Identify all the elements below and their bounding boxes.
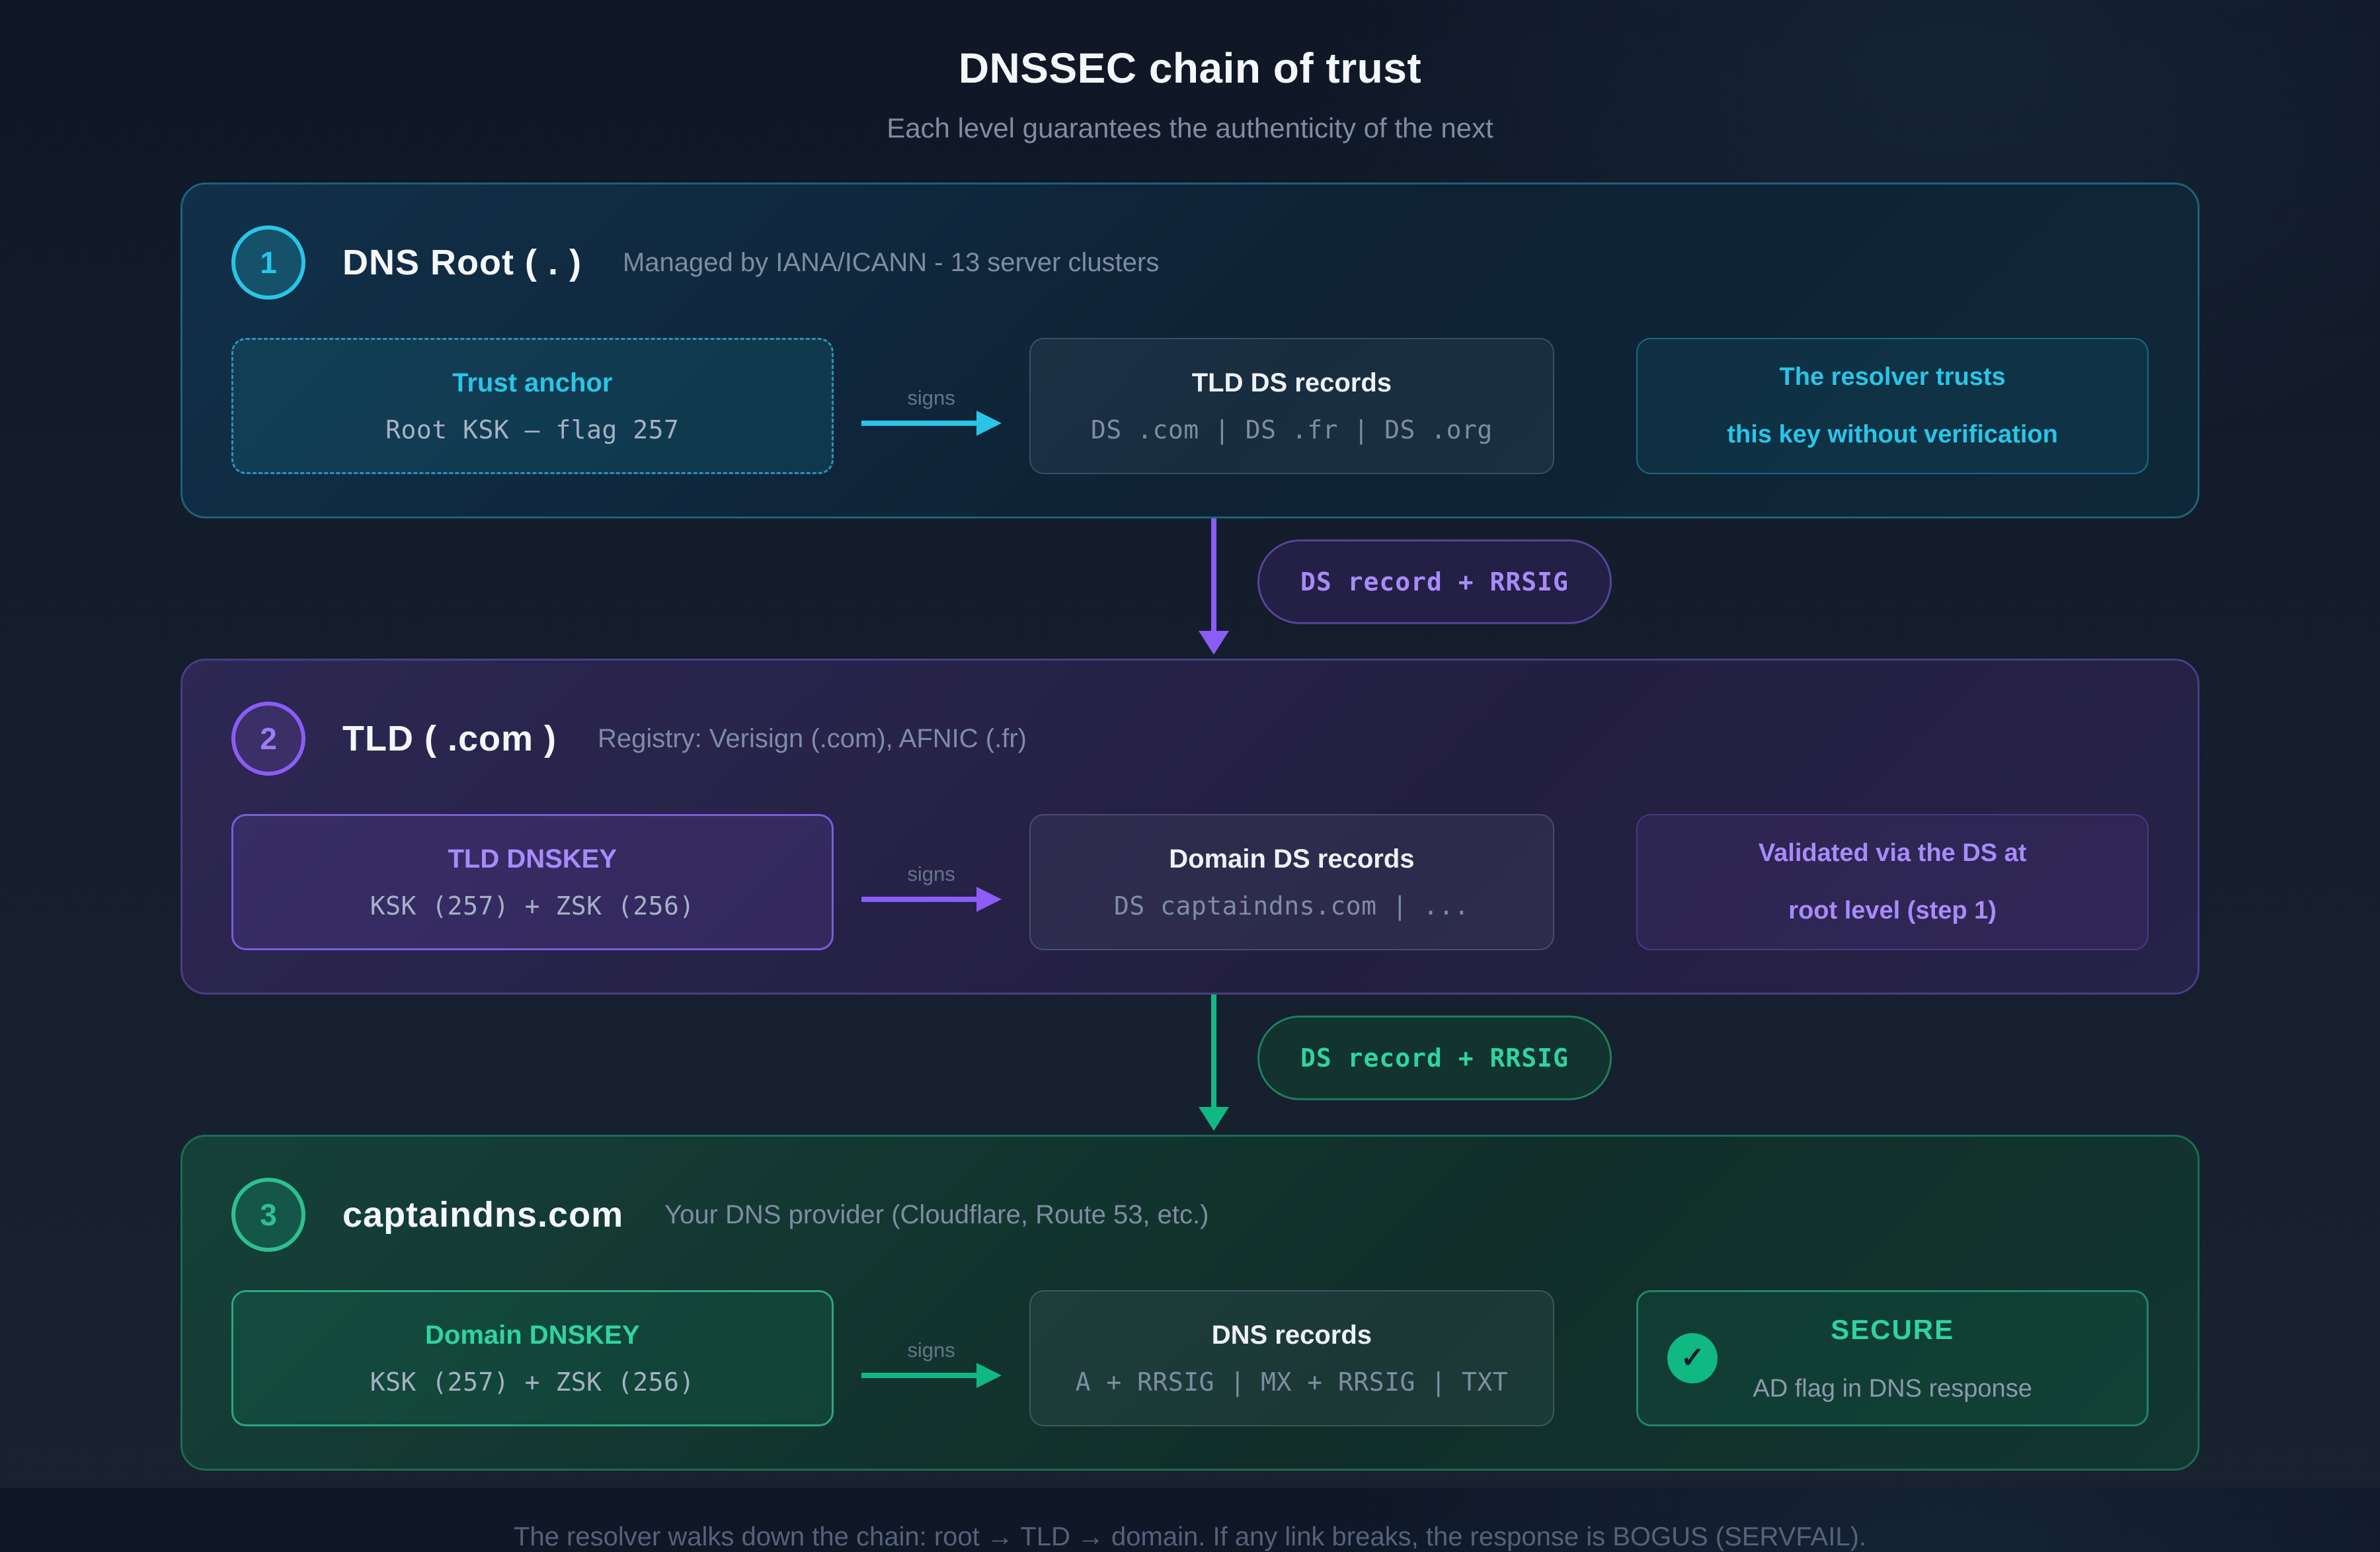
level-card-domain: 3 captaindns.com Your DNS provider (Clou…: [180, 1135, 2200, 1471]
footer-text: The resolver walks down the chain: root …: [513, 1522, 1867, 1551]
step-number: 2: [260, 721, 277, 756]
box-code: DS .com | DS .fr | DS .org: [1090, 415, 1493, 444]
box-title: TLD DNSKEY: [448, 844, 617, 874]
arrow-right-icon: [861, 411, 1002, 436]
level-header: 3 captaindns.com Your DNS provider (Clou…: [231, 1178, 2149, 1252]
ds-rrsig-badge: DS record + RRSIG: [1257, 1015, 1612, 1100]
step-number: 1: [260, 245, 277, 280]
connector-root-to-tld: DS record + RRSIG: [0, 518, 2380, 659]
step-number: 3: [260, 1198, 277, 1232]
level-subtitle: Managed by IANA/ICANN - 13 server cluste…: [622, 247, 1160, 277]
arrow-down-icon: [1211, 518, 1216, 633]
dns-records-box: DNS records A + RRSIG | MX + RRSIG | TXT: [1029, 1290, 1555, 1426]
level-content-row: TLD DNSKEY KSK (257) + ZSK (256) signs D…: [231, 814, 2149, 950]
step-number-badge: 1: [231, 225, 305, 300]
page-footer: The resolver walks down the chain: root …: [0, 1522, 2380, 1552]
check-icon: ✓: [1667, 1333, 1718, 1383]
tld-ds-records-box: TLD DS records DS .com | DS .fr | DS .or…: [1029, 338, 1555, 474]
secure-status-box: ✓ SECURE AD flag in DNS response: [1636, 1290, 2149, 1426]
note-line: root level (step 1): [1788, 897, 1997, 924]
note-line: The resolver trusts: [1779, 363, 2006, 391]
box-code: KSK (257) + ZSK (256): [370, 891, 695, 920]
ds-rrsig-badge: DS record + RRSIG: [1257, 539, 1612, 624]
box-code: DS captaindns.com | ...: [1114, 891, 1470, 920]
box-title: Domain DNSKEY: [425, 1320, 640, 1350]
arrow-down-icon: [1211, 995, 1216, 1110]
page-title: DNSSEC chain of trust: [958, 44, 1422, 92]
page-subtitle: Each level guarantees the authenticity o…: [887, 112, 1493, 143]
level-subtitle: Registry: Verisign (.com), AFNIC (.fr): [597, 723, 1027, 753]
resolver-trust-note-box: The resolver trusts this key without ver…: [1636, 338, 2149, 474]
level-subtitle: Your DNS provider (Cloudflare, Route 53,…: [664, 1200, 1209, 1229]
box-title: Trust anchor: [452, 368, 613, 397]
secure-status-detail: AD flag in DNS response: [1753, 1375, 2032, 1403]
trust-anchor-box: Trust anchor Root KSK — flag 257: [231, 338, 834, 474]
box-title: TLD DS records: [1191, 368, 1392, 397]
level-title: TLD ( .com ): [342, 719, 557, 758]
level-content-row: Trust anchor Root KSK — flag 257 signs T…: [231, 338, 2149, 474]
signs-label: signs: [907, 1338, 955, 1362]
level-title: DNS Root ( . ): [342, 243, 582, 282]
box-title: Domain DS records: [1169, 844, 1415, 874]
tld-dnskey-box: TLD DNSKEY KSK (257) + ZSK (256): [231, 814, 834, 950]
level-header: 2 TLD ( .com ) Registry: Verisign (.com)…: [231, 702, 2149, 776]
signs-label: signs: [907, 862, 955, 885]
signs-connector: signs: [834, 1290, 1029, 1426]
level-card-tld: 2 TLD ( .com ) Registry: Verisign (.com)…: [180, 659, 2200, 995]
signs-connector: signs: [834, 814, 1029, 950]
level-title: captaindns.com: [342, 1195, 624, 1235]
step-number-badge: 3: [231, 1178, 305, 1252]
box-code: A + RRSIG | MX + RRSIG | TXT: [1075, 1367, 1509, 1397]
secure-status-label: SECURE: [1831, 1314, 1955, 1345]
arrow-right-icon: [861, 887, 1002, 912]
box-title: DNS records: [1211, 1320, 1372, 1350]
ds-validation-note-box: Validated via the DS at root level (step…: [1636, 814, 2149, 950]
level-header: 1 DNS Root ( . ) Managed by IANA/ICANN -…: [231, 225, 2149, 300]
note-line: this key without verification: [1727, 421, 2058, 448]
step-number-badge: 2: [231, 702, 305, 776]
box-code: KSK (257) + ZSK (256): [370, 1367, 695, 1397]
box-code: Root KSK — flag 257: [385, 415, 680, 444]
arrow-down-head-icon: [1199, 1107, 1229, 1131]
arrow-right-icon: [861, 1363, 1002, 1388]
page-header: DNSSEC chain of trust Each level guarant…: [0, 0, 2380, 144]
signs-label: signs: [907, 386, 955, 409]
arrow-down-head-icon: [1199, 631, 1229, 655]
level-card-dns-root: 1 DNS Root ( . ) Managed by IANA/ICANN -…: [180, 183, 2200, 518]
level-content-row: Domain DNSKEY KSK (257) + ZSK (256) sign…: [231, 1290, 2149, 1426]
note-line: Validated via the DS at: [1758, 839, 2027, 868]
signs-connector: signs: [834, 338, 1029, 474]
domain-dnskey-box: Domain DNSKEY KSK (257) + ZSK (256): [231, 1290, 834, 1426]
domain-ds-records-box: Domain DS records DS captaindns.com | ..…: [1029, 814, 1555, 950]
connector-tld-to-domain: DS record + RRSIG: [0, 995, 2380, 1135]
